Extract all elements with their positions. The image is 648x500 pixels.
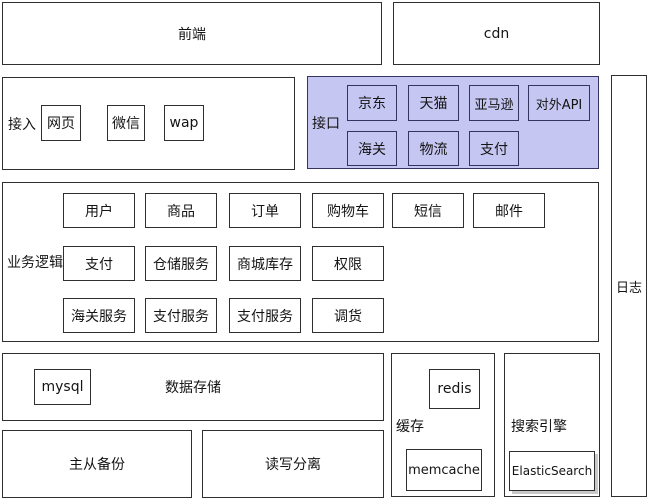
interface-node-tmall: 天猫: [408, 85, 459, 121]
frontend-box: 前端: [2, 2, 382, 65]
access-node-webpage: 网页: [41, 105, 81, 141]
storage-node-mysql: mysql: [34, 369, 91, 405]
logic-node-permission: 权限: [312, 246, 384, 281]
access-label: 接入: [8, 116, 36, 133]
logic-node-warehouse-service: 仓储服务: [145, 246, 217, 281]
storage-label: 数据存储: [165, 380, 221, 396]
storage-node-read-write-split: 读写分离: [202, 430, 384, 498]
logic-node-mall-inventory: 商城库存: [229, 246, 301, 281]
logic-node-cart: 购物车: [312, 193, 384, 228]
search-box: 搜索引擎 ElasticSearch: [504, 353, 600, 497]
cache-node-memcache: memcache: [406, 449, 482, 491]
access-node-wap: wap: [164, 105, 204, 141]
interface-node-jd: 京东: [347, 85, 397, 121]
cache-label: 缓存: [396, 419, 424, 435]
storage-label-wrap: 数据存储: [3, 354, 383, 420]
interface-node-amazon: 亚马逊: [469, 85, 519, 121]
cdn-label: cdn: [483, 25, 510, 42]
search-label: 搜索引擎: [511, 419, 567, 435]
search-node-elasticsearch: ElasticSearch: [509, 451, 595, 491]
log-box: 日志: [611, 75, 647, 497]
cache-box: 缓存 redis memcache: [391, 353, 495, 497]
storage-node-master-slave-backup: 主从备份: [2, 430, 192, 498]
access-box: 接入 网页 微信 wap: [2, 77, 295, 170]
interface-box: 接口 京东 天猫 亚马逊 对外API 海关 物流 支付: [307, 76, 599, 169]
cdn-box: cdn: [393, 2, 600, 65]
storage-box: 数据存储 mysql: [2, 353, 384, 421]
logic-node-customs-service: 海关服务: [63, 298, 135, 333]
logic-node-sms: 短信: [392, 193, 464, 228]
logic-node-payment-service-2: 支付服务: [229, 298, 301, 333]
interface-node-customs: 海关: [347, 131, 397, 166]
interface-node-external-api: 对外API: [528, 85, 590, 121]
logic-node-payment-service-1: 支付服务: [145, 298, 217, 333]
logic-node-pay: 支付: [63, 246, 135, 281]
interface-node-payment: 支付: [469, 131, 519, 166]
cache-node-redis: redis: [429, 369, 480, 409]
logic-node-product: 商品: [145, 193, 217, 228]
log-label: 日志: [615, 280, 642, 296]
frontend-label: 前端: [178, 26, 206, 43]
access-node-wechat: 微信: [107, 105, 145, 141]
logic-box: 业务逻辑 用户 商品 订单 购物车 短信 邮件 支付 仓储服务 商城库存 权限: [2, 182, 599, 342]
logic-node-transfer-goods: 调货: [312, 298, 384, 333]
logic-node-mail: 邮件: [473, 193, 545, 228]
logic-node-order: 订单: [229, 193, 301, 228]
logic-node-user: 用户: [63, 193, 135, 228]
interface-label: 接口: [312, 115, 340, 132]
interface-node-logistics: 物流: [408, 131, 459, 166]
logic-label: 业务逻辑: [7, 255, 63, 271]
